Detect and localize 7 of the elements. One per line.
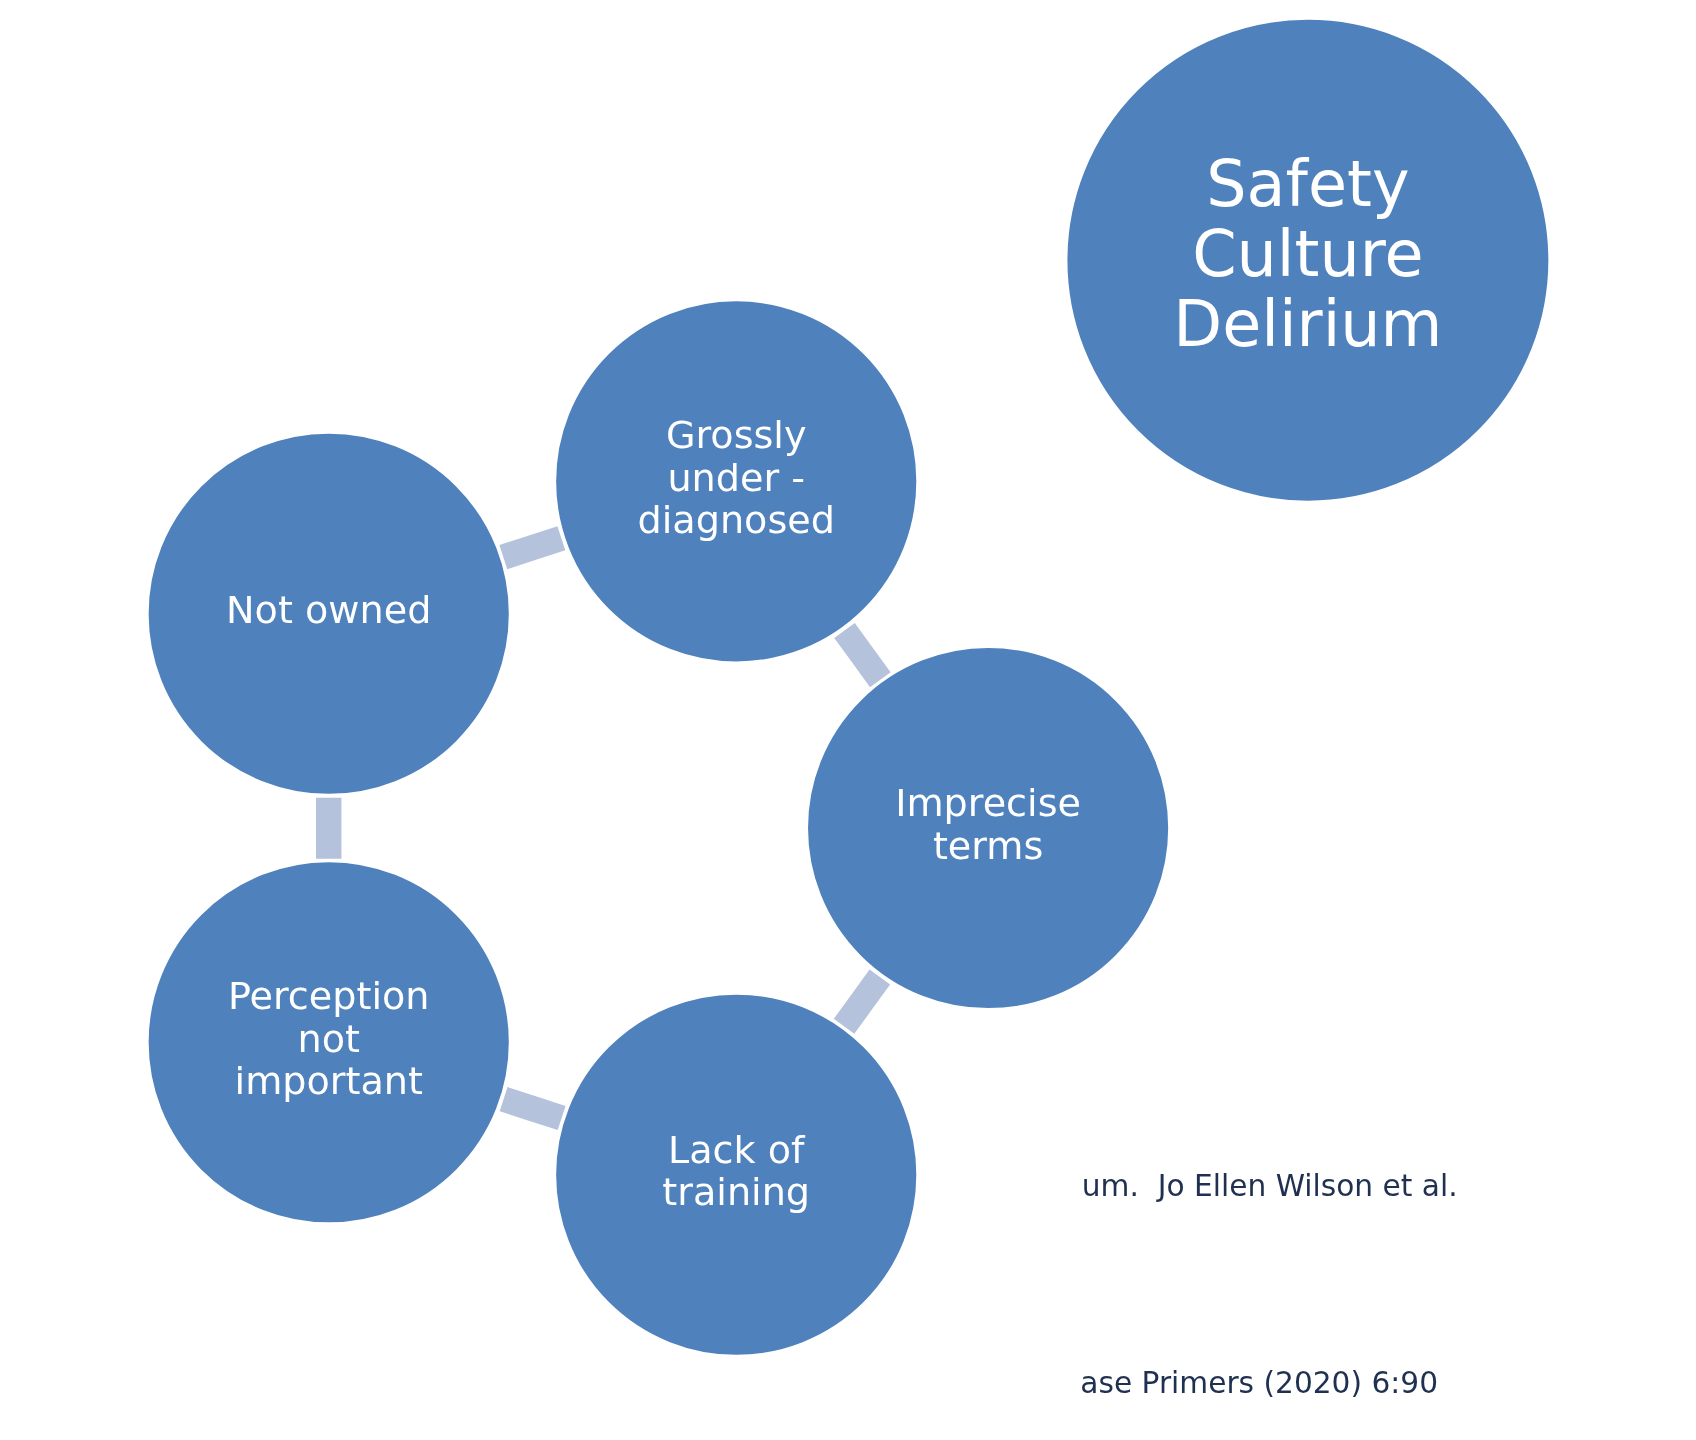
connector [315, 797, 341, 859]
connector [833, 622, 891, 688]
connector [833, 969, 890, 1034]
connector [498, 526, 565, 570]
connector [499, 1087, 566, 1131]
label: ase Primers (2020) 6:90 [1079, 1365, 1438, 1401]
label: um. Jo Ellen Wilson et al. [1081, 1168, 1458, 1204]
